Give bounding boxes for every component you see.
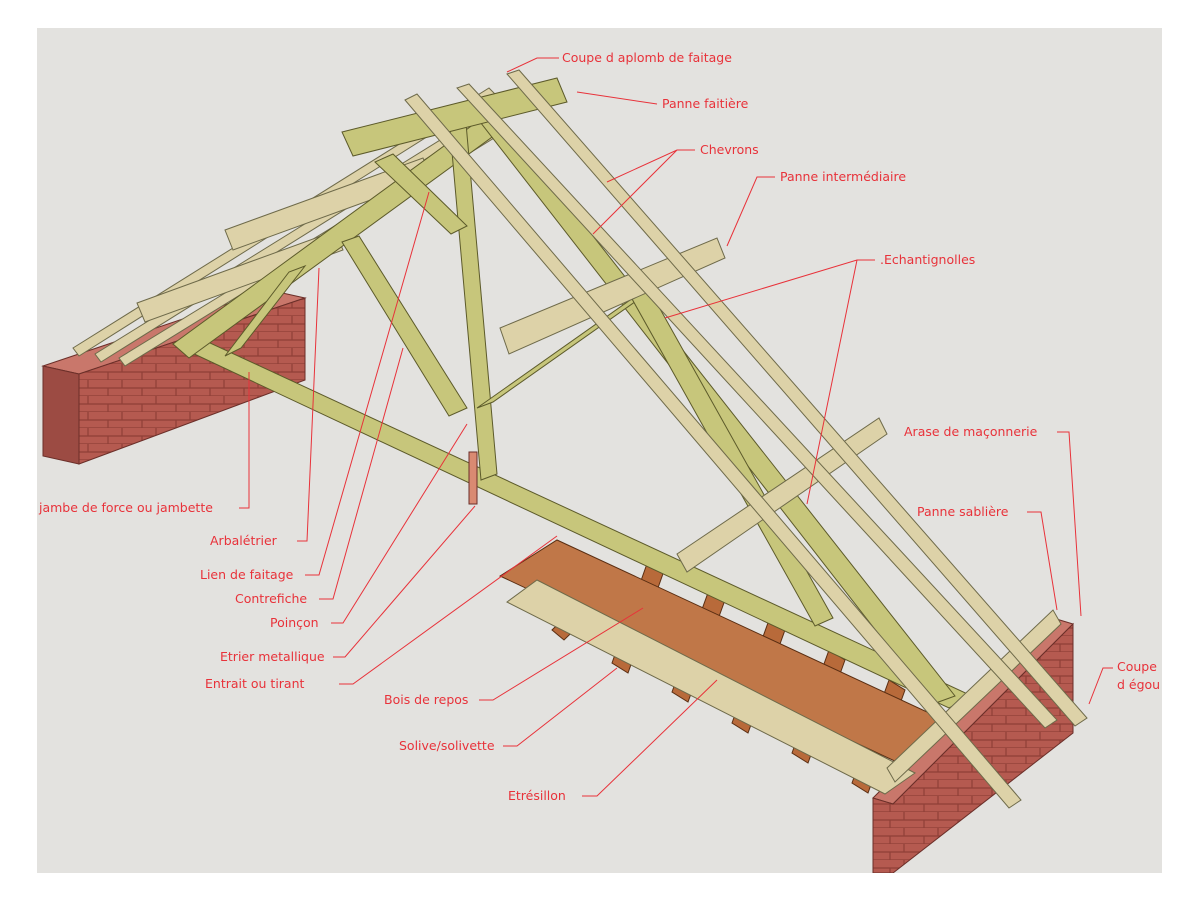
leader-bois-repos: [479, 607, 644, 701]
leader-etrier: [333, 505, 476, 658]
leader-jambe-force: [239, 372, 250, 509]
leader-coupe-egout: [1088, 667, 1113, 705]
leader-contrefiche: [319, 347, 404, 600]
purlin-right: [499, 237, 1062, 783]
lien-faitage: [374, 153, 468, 235]
right-rafters: [404, 69, 1088, 809]
label-panne-sabliere: Panne sablière: [917, 504, 1009, 519]
leader-coupe-faitage: [506, 57, 559, 73]
label-lien-faitage: Lien de faitage: [200, 567, 294, 582]
label-coupe-faitage: Coupe d aplomb de faitage: [562, 50, 732, 65]
label-jambe-force: jambe de force ou jambette: [38, 500, 213, 515]
labels: Coupe d aplomb de faitage Panne faitière…: [38, 50, 1160, 803]
roof-truss-diagram: Coupe d aplomb de faitage Panne faitière…: [38, 50, 1160, 873]
panne-faitiere: [341, 77, 568, 157]
label-solive: Solive/solivette: [399, 738, 495, 753]
etrier: [468, 451, 478, 505]
purlin-left-lower: [136, 230, 344, 323]
label-contrefiche: Contrefiche: [235, 591, 307, 606]
leader-poincon: [331, 423, 468, 624]
leader-chevrons: [592, 149, 695, 235]
contrefiche-left: [341, 235, 468, 417]
leader-panne-sabliere: [1027, 511, 1058, 611]
label-coupe-egout-line2: d égou: [1117, 677, 1160, 692]
leader-solive: [503, 667, 618, 747]
label-etresillon: Etrésillon: [508, 788, 566, 803]
leader-lien-faitage: [305, 191, 430, 576]
diagram-frame: Coupe d aplomb de faitage Panne faitière…: [37, 28, 1162, 873]
label-panne-faitiere: Panne faitière: [662, 96, 749, 111]
label-poincon: Poinçon: [270, 615, 319, 630]
label-panne-intermediaire: Panne intermédiaire: [780, 169, 906, 184]
leader-panne-faitiere: [576, 91, 658, 105]
label-chevrons: Chevrons: [700, 142, 759, 157]
label-echantignolles: .Echantignolles: [880, 252, 975, 267]
leader-lines: [239, 57, 1113, 797]
label-etrier: Etrier metallique: [220, 649, 325, 664]
jambette: [224, 264, 307, 357]
label-arbaletrier: Arbalétrier: [210, 533, 278, 548]
label-entrait: Entrait ou tirant: [205, 676, 305, 691]
label-coupe-egout-line1: Coupe: [1117, 659, 1157, 674]
leader-echantignolles: [664, 259, 875, 505]
label-bois-repos: Bois de repos: [384, 692, 468, 707]
leader-etresillon: [582, 679, 718, 797]
leader-entrait: [339, 535, 558, 685]
label-arase: Arase de maçonnerie: [904, 424, 1038, 439]
leader-arase: [1057, 431, 1082, 617]
leader-arbaletrier: [297, 267, 320, 542]
leader-panne-intermediaire: [726, 176, 775, 247]
